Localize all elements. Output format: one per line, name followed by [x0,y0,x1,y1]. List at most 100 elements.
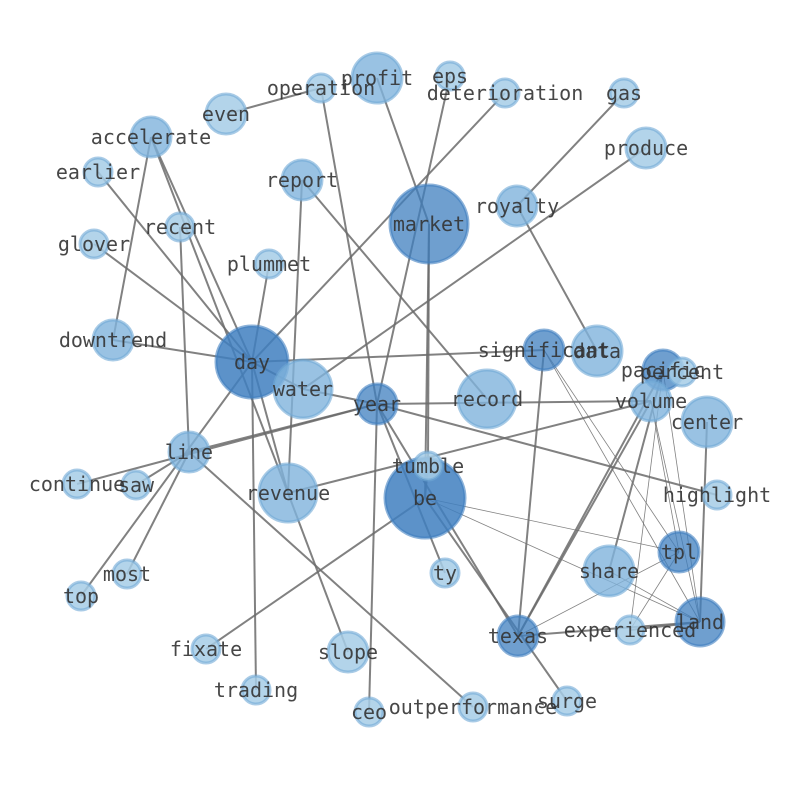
node-tumble [412,450,444,482]
node-label-revenue: revenue [246,481,330,505]
edge-texas-land [517,621,701,637]
node-experienced [614,614,646,646]
node-label-water: water [273,377,333,401]
node-label-operation: operation [267,76,375,100]
node-line [167,430,211,474]
node-accelerate [129,115,173,159]
node-operation [305,72,337,104]
node-center [680,395,734,449]
edge-revenue-volume [287,400,652,494]
edge-ceo-year [368,403,378,713]
node-percent [666,356,698,388]
node-label-day: day [234,350,270,374]
edge-year-continue [76,403,378,485]
node-label-top: top [63,584,99,608]
node-year [355,382,399,426]
node-top [65,580,97,612]
node-texas [496,614,540,658]
edge-day-trading [251,361,257,691]
node-label-line: line [165,440,213,464]
nodes-layer [61,51,734,728]
node-label-even: even [202,102,250,126]
node-label-center: center [671,410,743,434]
node-label-accelerate: accelerate [91,125,211,149]
node-label-share: share [579,559,639,583]
node-day [214,324,290,400]
edges-layer [76,75,718,713]
edge-report-record [301,179,488,400]
node-label-plummet: plummet [227,252,311,276]
node-label-texas: texas [488,624,548,648]
node-tpl [657,530,701,574]
node-ceo [353,696,385,728]
edge-significant-texas [517,349,545,637]
node-label-saw: saw [118,473,155,497]
edge-day-accelerate [150,136,253,363]
node-label-tumble: tumble [392,454,464,478]
node-saw [120,469,152,501]
edge-report-revenue [287,179,303,494]
edge-produce-water [302,147,647,390]
node-label-produce: produce [604,136,688,160]
node-produce [624,126,668,170]
node-label-trading: trading [214,678,298,702]
node-label-data: data [573,339,621,363]
node-label-fixate: fixate [170,637,242,661]
node-market [388,183,470,265]
node-trading [240,674,272,706]
node-label-gas: gas [606,81,642,105]
node-report [280,158,324,202]
node-downtrend [91,318,135,362]
node-earlier [82,156,114,188]
node-outperformance [457,691,489,723]
node-label-ty: ty [433,561,457,585]
node-label-pacific: pacific [621,358,705,382]
node-label-recent: recent [144,215,216,239]
node-water [272,358,334,420]
node-label-year: year [353,392,401,416]
node-label-royalty: royalty [475,194,559,218]
node-share [582,544,636,598]
node-royalty [495,184,539,228]
edge-day-top [80,361,253,597]
node-label-profit: profit [341,66,413,90]
node-label-highlight: highlight [663,483,771,507]
node-label-land: land [676,610,724,634]
node-even [204,92,248,136]
node-label-volume: volume [615,389,687,413]
node-label-report: report [266,168,338,192]
node-surge [551,685,583,717]
edge-be-fixate [205,497,426,650]
node-record [456,368,518,430]
node-label-percent: percent [640,360,724,384]
node-data [570,324,624,378]
node-label-significant: significant [478,338,610,362]
node-label-slope: slope [318,640,378,664]
edge-operation-year [320,87,378,405]
node-significant [522,328,566,372]
node-label-eps: eps [432,64,468,88]
node-volume [629,379,673,423]
edge-volume-tpl [650,400,680,553]
node-revenue [257,462,319,524]
edge-be-tpl [424,497,680,553]
node-label-outperformance: outperformance [389,695,558,719]
edge-line-outperformance [188,451,474,708]
edge-recent-line [179,226,190,453]
node-plummet [253,248,285,280]
node-label-downtrend: downtrend [59,328,167,352]
node-deterioration [489,77,521,109]
node-label-experienced: experienced [564,618,696,642]
edge-day-deterioration [251,92,506,363]
node-land [674,596,726,648]
labels-layer: day be market water revenue record profit share… [29,64,771,724]
edge-line-most [126,451,190,575]
node-label-tpl: tpl [661,540,697,564]
node-label-market: market [393,212,465,236]
node-label-record: record [451,387,523,411]
node-label-deterioration: deterioration [427,81,584,105]
edge-gas-royalty [516,92,625,207]
node-label-be: be [413,486,437,510]
edge-significant-tpl [543,349,680,553]
